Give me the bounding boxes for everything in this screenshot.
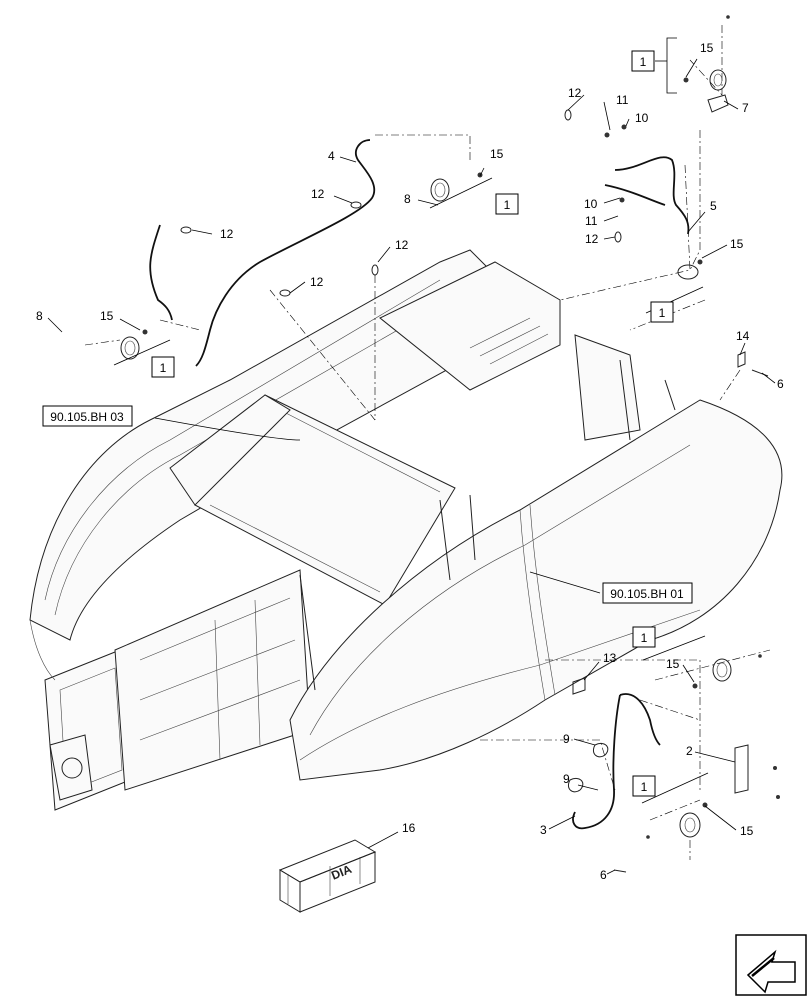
callout: 9 bbox=[563, 772, 570, 786]
harness-3 bbox=[572, 694, 621, 830]
callout: 14 bbox=[736, 329, 750, 343]
callout: 6 bbox=[777, 377, 784, 391]
reference-box[interactable] bbox=[602, 582, 693, 604]
callout: 3 bbox=[540, 823, 547, 837]
lamp-icon bbox=[430, 178, 450, 202]
center-lines bbox=[84, 25, 771, 860]
view-direction-arrow-icon[interactable] bbox=[735, 934, 807, 996]
upper-platform bbox=[379, 261, 561, 391]
harness-5 bbox=[614, 156, 690, 235]
callout: 6 bbox=[600, 868, 607, 882]
callout: 12 bbox=[311, 187, 325, 201]
kit-box bbox=[632, 626, 656, 648]
callout: 10 bbox=[584, 197, 598, 211]
kit-number: 1 bbox=[160, 361, 167, 375]
callout: 12 bbox=[220, 227, 234, 241]
kit-number: 1 bbox=[641, 631, 648, 645]
kit-box bbox=[495, 193, 519, 215]
callout: 11 bbox=[585, 214, 598, 228]
callout: 12 bbox=[310, 275, 324, 289]
bracket bbox=[707, 94, 729, 113]
reference-label: 90.105.BH 01 bbox=[610, 587, 684, 601]
bracket bbox=[734, 744, 749, 794]
kit-box bbox=[650, 301, 674, 323]
kit-number: 1 bbox=[659, 306, 666, 320]
callout: 2 bbox=[686, 744, 693, 758]
callout: 15 bbox=[700, 41, 714, 55]
callout: 15 bbox=[100, 309, 114, 323]
callout: 9 bbox=[563, 732, 570, 746]
callout: 5 bbox=[710, 199, 717, 213]
right-shell bbox=[289, 399, 783, 781]
callout: 7 bbox=[742, 101, 749, 115]
callout: 15 bbox=[730, 237, 744, 251]
callout: 15 bbox=[740, 824, 754, 838]
lamp-icon bbox=[120, 336, 140, 360]
lamp-icon bbox=[709, 69, 727, 91]
callout: 10 bbox=[635, 111, 649, 125]
reference-label: 90.105.BH 03 bbox=[50, 410, 124, 424]
small-parts bbox=[120, 15, 780, 913]
callout: 15 bbox=[666, 657, 680, 671]
kit-box bbox=[151, 356, 175, 378]
lamp-icon bbox=[677, 264, 699, 280]
callout: 8 bbox=[36, 309, 43, 323]
callout: 15 bbox=[490, 147, 504, 161]
kit-box bbox=[632, 775, 656, 797]
crate bbox=[278, 839, 377, 913]
reference-box[interactable] bbox=[42, 405, 133, 427]
kit-number: 1 bbox=[640, 55, 647, 69]
callout: 12 bbox=[585, 232, 599, 246]
kit-number: 1 bbox=[504, 198, 511, 212]
callout: 16 bbox=[402, 821, 416, 835]
callout: 11 bbox=[616, 93, 629, 107]
crate-label: DIA bbox=[329, 862, 354, 883]
harness-4 bbox=[195, 139, 376, 367]
leaders bbox=[47, 58, 776, 875]
callout: 12 bbox=[568, 86, 582, 100]
lamp-icon bbox=[679, 812, 701, 838]
callout: 13 bbox=[603, 651, 617, 665]
callout: 4 bbox=[328, 149, 335, 163]
callout: 12 bbox=[395, 238, 409, 252]
harnesses bbox=[149, 139, 690, 830]
cab-structure bbox=[29, 249, 783, 811]
callout: 8 bbox=[404, 192, 411, 206]
kit-box bbox=[631, 50, 655, 72]
callouts: 4 12 12 12 12 8 15 8 15 12 11 10 10 11 1… bbox=[36, 41, 784, 882]
kit-number: 1 bbox=[641, 780, 648, 794]
lamp-icon bbox=[712, 658, 732, 682]
